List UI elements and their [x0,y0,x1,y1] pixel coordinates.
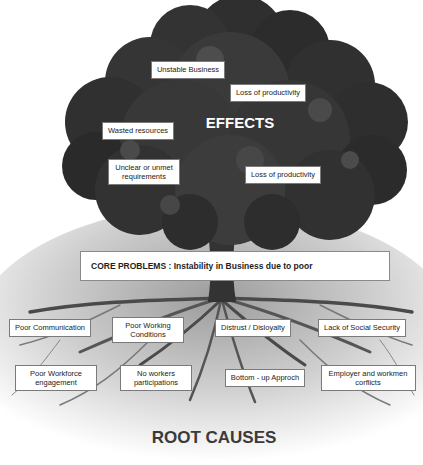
box-text: CORE PROBLEMS : Instability in Business … [91,261,379,272]
core-problem-band: CORE PROBLEMS : Instability in Business … [80,251,390,282]
root-cause-box: Employer and workmen corflicts [321,365,416,392]
box-text: Employer and workmen corflicts [327,369,410,388]
box-text: Unstable Business [157,65,219,74]
effect-box: Unstable Business [151,61,225,78]
soil-ground [0,205,423,465]
root-causes-heading: ROOT CAUSES [152,428,277,448]
root-cause-box: Poor Workforce engagement [15,365,97,392]
box-text: Wasted resources [108,126,168,135]
box-text: Distrust / Disloyalty [221,323,285,332]
box-text: Loss of productivity [251,170,315,179]
effects-heading: EFFECTS [206,114,274,131]
tree-canopy [62,0,408,250]
box-text: Bottom - up Approch [231,373,299,382]
effect-box: Loss of productivity [245,166,321,183]
box-text: Poor Communication [15,323,85,332]
box-text: Unclear or unmet requirements [114,163,174,182]
root-cause-box: Lack of Social Security [318,319,406,336]
root-cause-box: Bottom - up Approch [225,369,305,386]
box-text: Poor Working Conditions [118,321,178,340]
box-text: Loss of productivity [236,88,300,97]
effect-box: Loss of productivity [230,84,306,101]
box-text: No workers participations [126,369,186,388]
effect-box: Unclear or unmet requirements [108,159,180,186]
root-cause-box: Poor Communication [9,319,91,336]
box-text: Lack of Social Security [324,323,400,332]
root-cause-box: Poor Working Conditions [112,317,184,344]
root-cause-box: Distrust / Disloyalty [215,319,291,336]
box-text: Poor Workforce engagement [21,369,91,388]
effect-box: Wasted resources [102,122,174,139]
root-cause-box: No workers participations [120,365,192,392]
